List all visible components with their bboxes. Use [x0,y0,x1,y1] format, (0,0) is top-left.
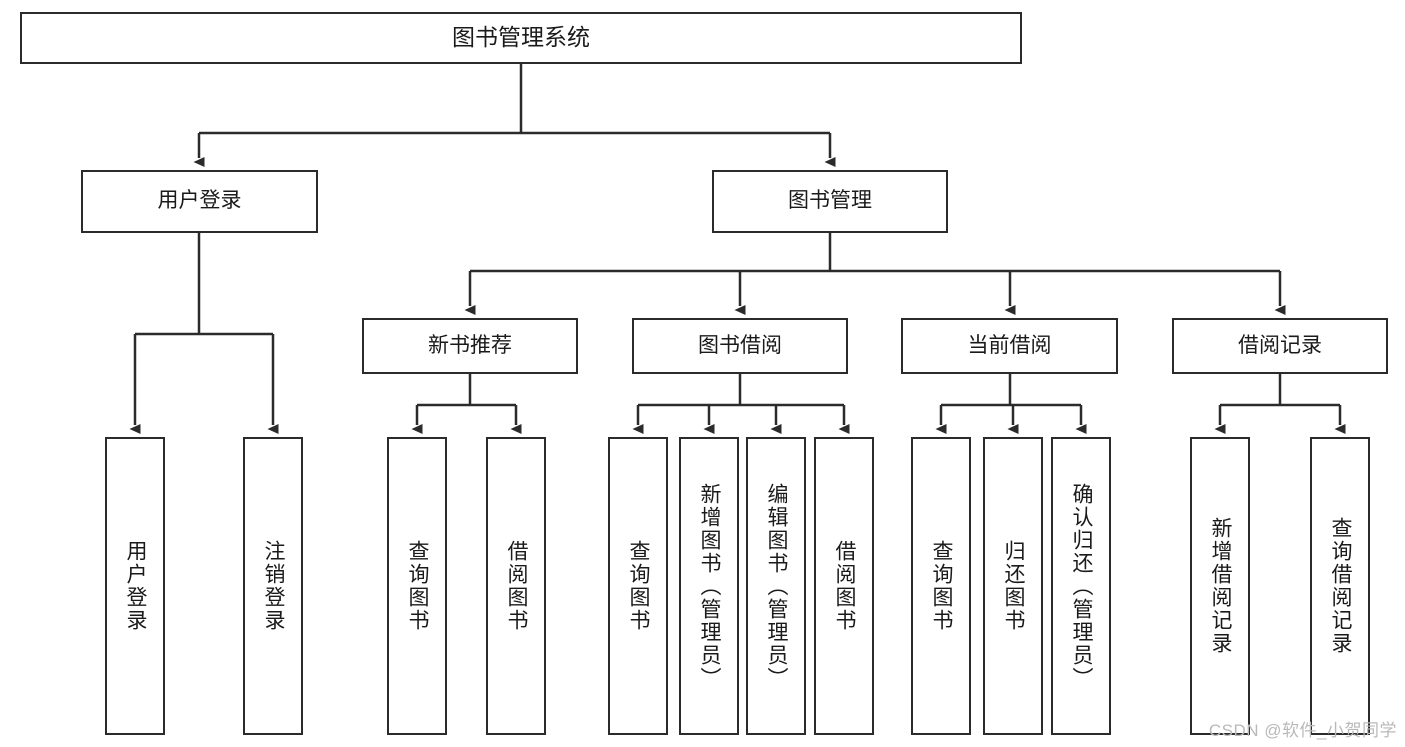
node-login[interactable]: 用户登录 [81,170,318,233]
node-label: 图书借阅 [698,333,782,357]
node-label: 用户登录 [157,189,242,213]
node-l-addrec[interactable]: 新增借阅记录 [1190,437,1250,735]
node-l-add[interactable]: 新增图书（管理员） [679,437,739,735]
node-l-borrow2[interactable]: 借阅图书 [814,437,874,735]
node-label: 图书管理系统 [452,24,590,51]
node-label: 编辑图书（管理员） [765,482,789,690]
node-l-return[interactable]: 归还图书 [983,437,1043,735]
node-label: 当前借阅 [967,333,1052,357]
node-label: 新书推荐 [428,333,512,357]
node-newbook[interactable]: 新书推荐 [362,318,578,374]
node-l-query3[interactable]: 查询图书 [911,437,971,735]
node-l-edit[interactable]: 编辑图书（管理员） [746,437,806,735]
node-label: 新增图书（管理员） [698,482,722,690]
node-records[interactable]: 借阅记录 [1172,318,1388,374]
node-label: 新增借阅记录 [1209,517,1233,655]
node-label: 查询图书 [406,540,430,632]
node-label: 归还图书 [1002,540,1026,632]
node-current[interactable]: 当前借阅 [901,318,1118,374]
node-label: 确认归还（管理员） [1070,482,1094,690]
node-label: 查询借阅记录 [1329,517,1353,655]
node-label: 用户登录 [124,540,148,632]
node-l-queryrec[interactable]: 查询借阅记录 [1310,437,1370,735]
node-label: 注销登录 [262,540,286,632]
node-label: 查询图书 [627,540,651,632]
node-root[interactable]: 图书管理系统 [20,12,1022,64]
node-bookmgmt[interactable]: 图书管理 [712,170,948,233]
node-label: 借阅记录 [1238,333,1322,357]
node-label: 借阅图书 [833,540,857,632]
node-l-query2[interactable]: 查询图书 [608,437,668,735]
node-l-confirm[interactable]: 确认归还（管理员） [1051,437,1111,735]
watermark: CSDN @软件_小贺同学 [1208,721,1397,740]
node-label: 图书管理 [788,189,872,213]
node-label: 借阅图书 [505,540,529,632]
node-borrow[interactable]: 图书借阅 [632,318,848,374]
node-l-logout[interactable]: 注销登录 [243,437,303,735]
node-l-query1[interactable]: 查询图书 [387,437,447,735]
node-l-login[interactable]: 用户登录 [105,437,165,735]
node-label: 查询图书 [930,540,954,632]
node-l-borrow1[interactable]: 借阅图书 [486,437,546,735]
